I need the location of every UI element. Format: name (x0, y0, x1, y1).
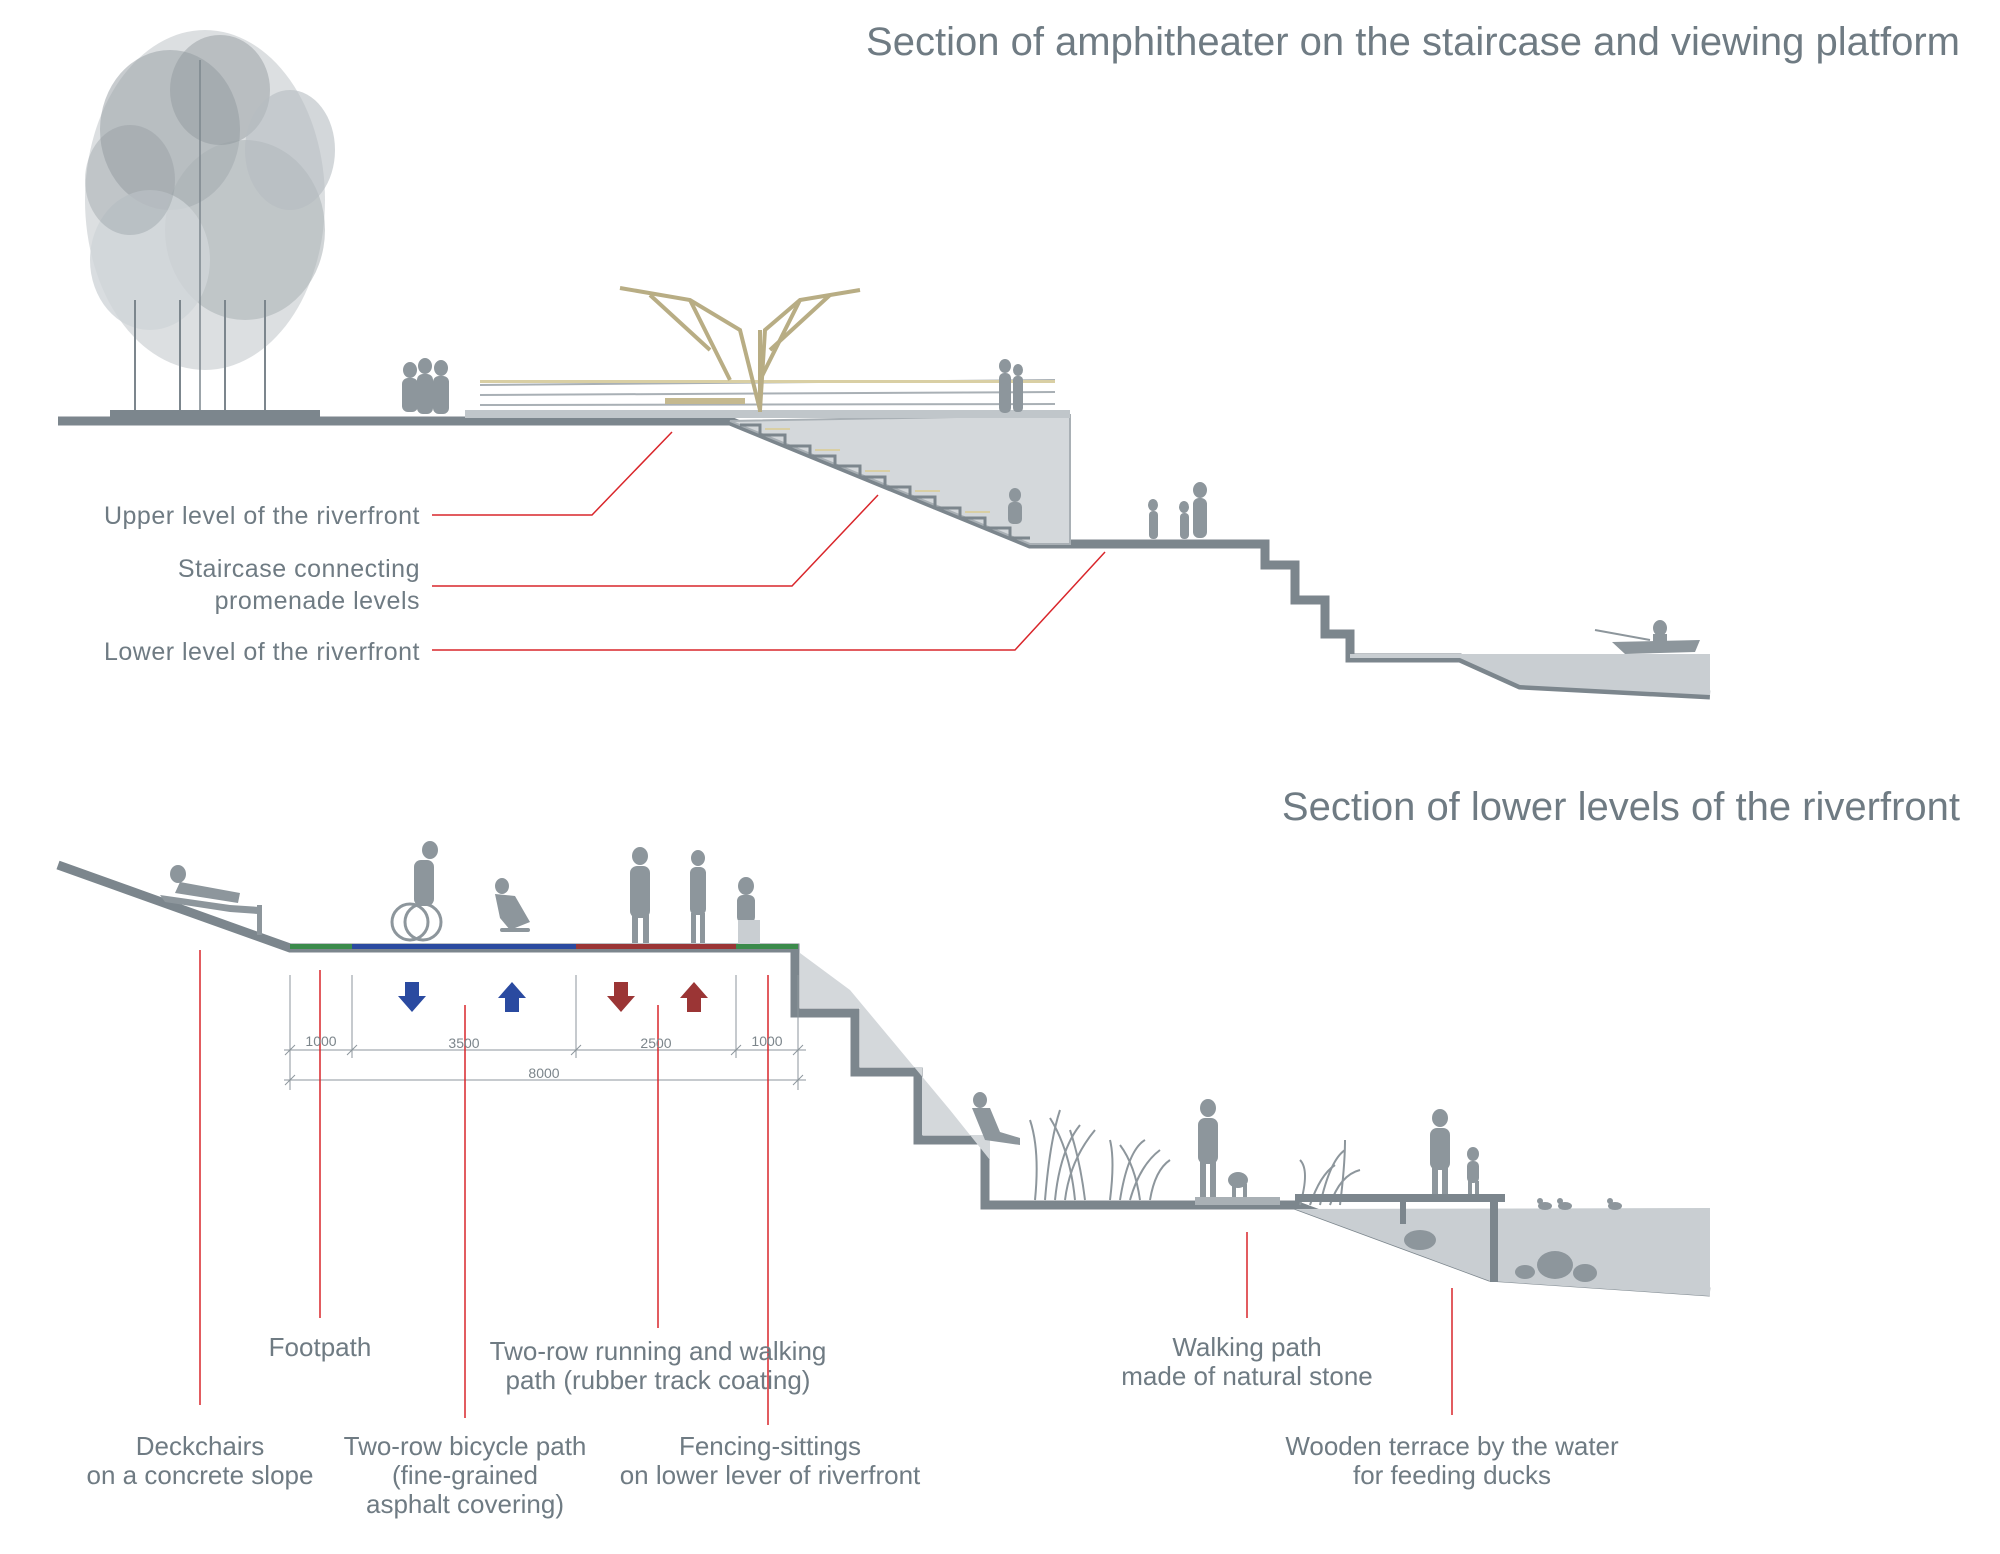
dim-total: 8000 (528, 1065, 560, 1081)
running-arrow-up-icon (680, 982, 708, 1012)
label-bicycle-path: Two-row bicycle path (fine-grained aspha… (343, 1431, 587, 1519)
lower-leader-lines (199, 950, 1453, 1425)
river-rocks (1404, 1230, 1597, 1282)
footpath-strip-right (736, 944, 798, 949)
dimension-lines (284, 975, 806, 1090)
footpath-strip-left (290, 944, 352, 949)
title-lower-levels: Section of lower levels of the riverfron… (1281, 785, 1960, 829)
label-walking-path: Walking path made of natural stone (1121, 1332, 1373, 1391)
title-amphitheater: Section of amphitheater on the staircase… (866, 20, 1960, 64)
label-wooden-terrace: Wooden terrace by the water for feeding … (1285, 1431, 1619, 1490)
label-footpath: Footpath (268, 1332, 372, 1362)
lower-steps-fill (800, 953, 990, 1160)
label-running-path: Two-row running and walking path (rubber… (489, 1336, 827, 1395)
bicycle-arrow-up-icon (498, 982, 526, 1012)
dim-footpath-right: 1000 (751, 1033, 783, 1049)
label-lower-level: Lower level of the riverfront (103, 638, 420, 666)
people-lower-icon (160, 841, 1479, 1200)
viewing-platform-railing (470, 379, 1070, 413)
running-path-strip (576, 944, 736, 949)
label-upper-level: Upper level of the riverfront (103, 502, 420, 530)
dim-footpath-left: 1000 (305, 1033, 337, 1049)
bicycle-arrow-down-icon (398, 982, 426, 1012)
running-arrow-down-icon (607, 982, 635, 1012)
people-group-icon (402, 358, 1207, 539)
reed-grass-icon (1029, 1109, 1361, 1206)
label-staircase: Staircase connecting promenade levels (177, 555, 420, 615)
dim-running: 2500 (640, 1035, 672, 1051)
tree-icon (85, 30, 335, 418)
amphitheater-steps (740, 423, 1030, 540)
stone-walking-path (1195, 1197, 1280, 1205)
boat-icon (1594, 620, 1700, 654)
canopy-structure (619, 286, 861, 412)
upper-leader-lines (432, 431, 1106, 651)
dim-bicycle: 3500 (448, 1035, 480, 1051)
ducks-icon (1537, 1198, 1622, 1210)
bicycle-path-strip (352, 944, 576, 949)
label-deckchairs: Deckchairs on a concrete slope (86, 1431, 314, 1490)
river-water-upper (1350, 654, 1710, 695)
wooden-terrace (1295, 1194, 1505, 1282)
label-fencing-sittings: Fencing-sittings on lower lever of river… (619, 1431, 921, 1490)
river-water-lower (1295, 1208, 1710, 1296)
